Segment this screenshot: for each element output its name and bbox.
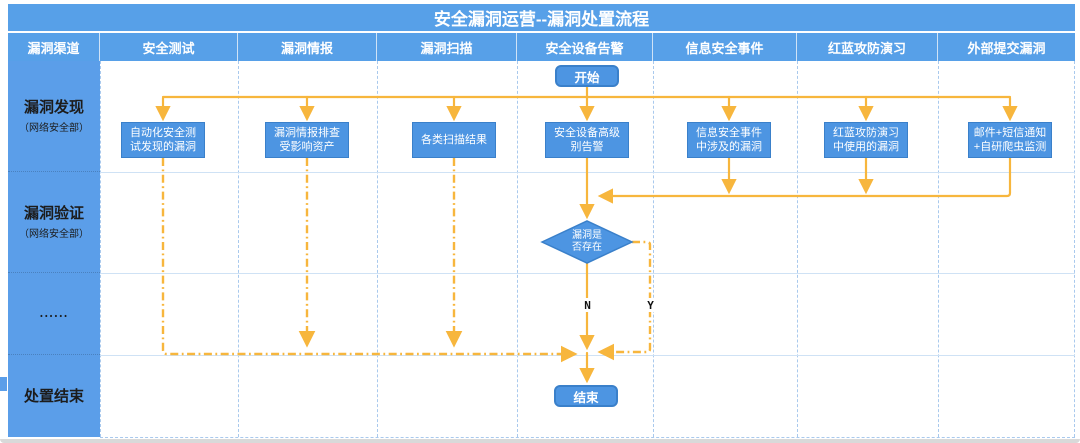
column-divider <box>377 61 378 437</box>
lane-ellipsis: ...... <box>8 273 100 355</box>
branch-label-no: N <box>580 298 595 312</box>
column-divider <box>797 61 798 437</box>
lane-disposal-end: 处置结束 <box>8 355 100 437</box>
start-node: 开始 <box>555 65 619 87</box>
column-header-channel: 漏洞渠道 <box>8 33 100 61</box>
lane-sublabel: （网络安全部） <box>19 123 89 134</box>
lane-vuln-discovery: 漏洞发现 （网络安全部） <box>8 61 100 172</box>
process-box-scan-results: 各类扫描结果 <box>412 122 496 158</box>
column-divider <box>238 61 239 437</box>
column-header-infosec-event: 信息安全事件 <box>653 33 797 61</box>
column-divider <box>100 61 101 437</box>
table-right-border <box>1074 61 1075 437</box>
row-divider <box>100 355 1075 356</box>
process-box-mail-crawler: 邮件+短信通知 +自研爬虫监测 <box>968 122 1052 158</box>
row-divider <box>100 273 1075 274</box>
lane-sublabel: （网络安全部） <box>19 229 89 240</box>
table-bottom-border <box>100 437 1075 438</box>
arrow-box7-merge <box>597 152 1012 204</box>
window-bottom-edge <box>0 439 1080 443</box>
column-header-red-blue-drill: 红蓝攻防演习 <box>797 33 938 61</box>
lane-label: 处置结束 <box>23 387 84 405</box>
column-header-external-submit: 外部提交漏洞 <box>938 33 1075 61</box>
process-box-intel-assets: 漏洞情报排查 受影响资产 <box>265 122 349 158</box>
column-divider <box>653 61 654 437</box>
diagram-title: 安全漏洞运营--漏洞处置流程 <box>8 4 1075 31</box>
dashed-box1-return <box>161 158 578 363</box>
lane-label: 漏洞验证 <box>23 204 84 222</box>
column-header-vuln-intel: 漏洞情报 <box>238 33 377 61</box>
process-box-auto-test: 自动化安全测 试发现的漏洞 <box>121 122 205 158</box>
lane-label: ...... <box>39 306 69 320</box>
end-node: 结束 <box>554 385 618 407</box>
lane-vuln-verification: 漏洞验证 （网络安全部） <box>8 172 100 273</box>
column-divider <box>938 61 939 437</box>
column-header-security-test: 安全测试 <box>100 33 238 61</box>
left-edge-notch <box>0 377 7 391</box>
decision-label: 漏洞是 否存在 <box>572 229 602 254</box>
row-divider <box>100 172 1075 173</box>
process-box-infosec-vulns: 信息安全事件 中涉及的漏洞 <box>687 122 771 158</box>
column-header-vuln-scan: 漏洞扫描 <box>377 33 517 61</box>
branch-label-yes: Y <box>643 298 658 312</box>
lane-label: 漏洞发现 <box>23 98 84 116</box>
process-box-drill-vulns: 红蓝攻防演习 中使用的漏洞 <box>824 122 908 158</box>
process-box-device-alerts: 安全设备高级 别告警 <box>545 122 629 158</box>
column-divider <box>517 61 518 437</box>
column-header-device-alert: 安全设备告警 <box>517 33 653 61</box>
